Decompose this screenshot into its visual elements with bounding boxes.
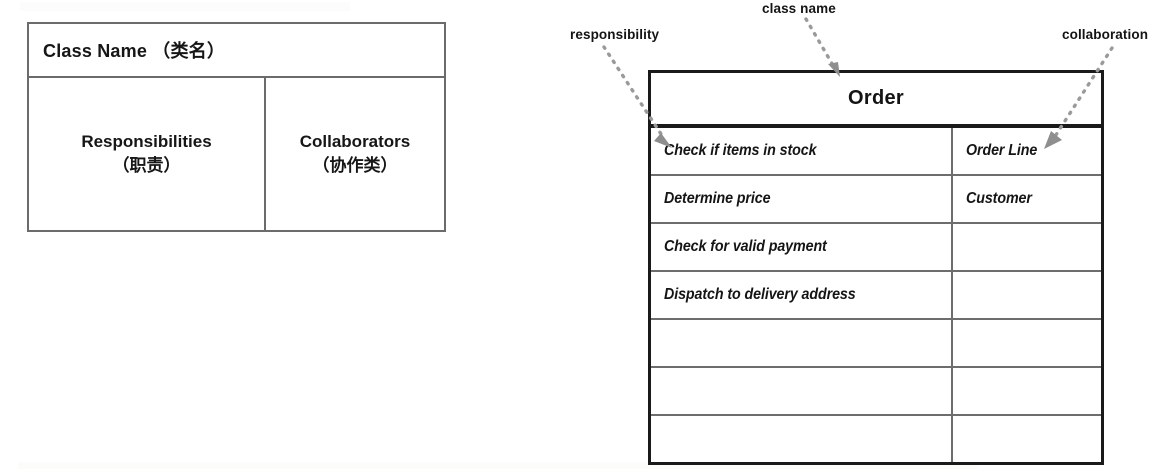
collaborator-cell: Customer	[953, 176, 1101, 222]
table-row: Dispatch to delivery address	[651, 272, 1101, 320]
table-row	[651, 368, 1101, 416]
responsibility-cell: Check if items in stock	[651, 128, 953, 174]
table-row: Determine price Customer	[651, 176, 1101, 224]
crc-template-responsibilities-subtitle: （职责）	[112, 155, 181, 175]
collaborator-text: Customer	[966, 190, 1032, 207]
annotation-label-class-name: class name	[762, 1, 836, 16]
crc-example-header: Order	[651, 73, 1101, 128]
crc-template-collaborators-subtitle: （协作类）	[312, 155, 398, 175]
crc-template-collaborators-title: Collaborators	[299, 132, 411, 152]
responsibility-text: Check for valid payment	[664, 238, 827, 255]
crc-template-body: Responsibilities （职责） Collaborators （协作类…	[29, 78, 444, 230]
crc-example-class-name: Order	[848, 87, 904, 109]
collaborator-text: Order Line	[966, 142, 1038, 159]
scan-artifact-top	[20, 2, 350, 11]
crc-template-responsibilities-title: Responsibilities	[81, 132, 212, 152]
responsibility-cell	[651, 320, 953, 366]
annotation-label-collaboration: collaboration	[1062, 27, 1149, 42]
crc-example-rows: Check if items in stock Order Line Deter…	[651, 128, 1101, 462]
crc-template-card: Class Name （类名） Responsibilities （职责） Co…	[27, 22, 446, 232]
leader-class-name-icon	[804, 17, 840, 77]
crc-template-collaborators-cell: Collaborators （协作类）	[266, 78, 444, 230]
responsibility-text: Determine price	[664, 190, 771, 207]
responsibility-cell: Dispatch to delivery address	[651, 272, 953, 318]
collaborator-cell	[953, 416, 1101, 462]
responsibility-text: Dispatch to delivery address	[664, 286, 856, 303]
crc-template-responsibilities-cell: Responsibilities （职责）	[29, 78, 266, 230]
table-row	[651, 320, 1101, 368]
responsibility-cell	[651, 416, 953, 462]
table-row: Check for valid payment	[651, 224, 1101, 272]
table-row	[651, 416, 1101, 462]
table-row: Check if items in stock Order Line	[651, 128, 1101, 176]
collaborator-cell	[953, 272, 1101, 318]
responsibility-cell: Check for valid payment	[651, 224, 953, 270]
collaborator-cell	[953, 320, 1101, 366]
annotation-label-responsibility: responsibility	[570, 27, 660, 42]
collaborator-cell	[953, 368, 1101, 414]
collaborator-cell: Order Line	[953, 128, 1101, 174]
crc-template-class-name-label: Class Name （类名）	[43, 41, 226, 61]
crc-template-header: Class Name （类名）	[29, 24, 444, 78]
responsibility-text: Check if items in stock	[664, 142, 817, 159]
responsibility-cell: Determine price	[651, 176, 953, 222]
crc-example-card: Order Check if items in stock Order Line…	[648, 70, 1104, 465]
responsibility-cell	[651, 368, 953, 414]
collaborator-cell	[953, 224, 1101, 270]
